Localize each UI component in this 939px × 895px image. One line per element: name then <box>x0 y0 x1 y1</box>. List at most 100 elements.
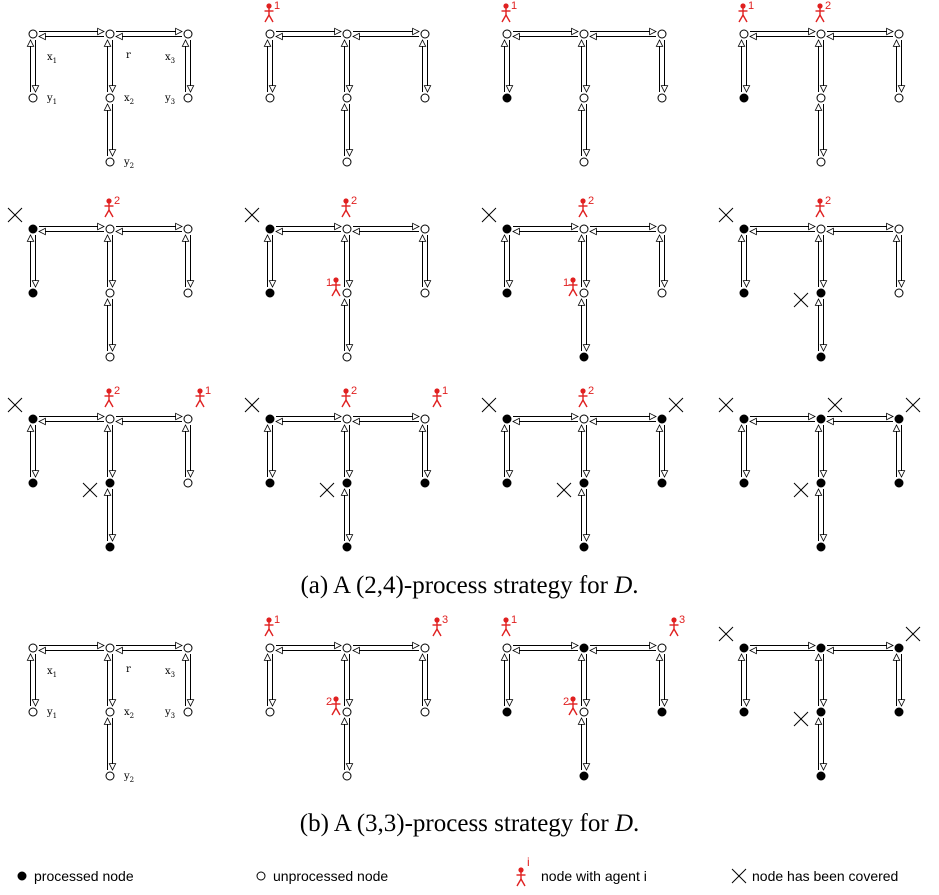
strategy-a-panel-2: 1 <box>265 0 430 167</box>
node-r <box>579 414 589 424</box>
agent-icon-2 <box>331 696 341 716</box>
caption-b: (b) A (3,3)-process strategy for D. <box>299 810 640 837</box>
strategy-a-panel-5: 2 <box>7 195 193 362</box>
covered-mark-x1 <box>7 397 23 413</box>
agent-index: 2 <box>588 385 594 397</box>
node-y2 <box>342 157 352 167</box>
covered-mark-x1 <box>7 207 23 223</box>
node-x2 <box>342 478 352 488</box>
node-x2 <box>105 288 115 298</box>
node-y2 <box>579 157 589 167</box>
node-y3 <box>894 93 904 103</box>
agent-index: 1 <box>511 0 517 12</box>
node-y1 <box>265 93 275 103</box>
node-y1 <box>28 707 38 717</box>
agent-icon-3: 3 <box>432 614 448 637</box>
agent-index: 1 <box>205 385 211 397</box>
node-y1 <box>28 478 38 488</box>
agent-index: 1 <box>274 0 280 12</box>
node-x2 <box>105 478 115 488</box>
agent-icon-2: 2 <box>104 385 120 408</box>
agent-index: 2 <box>825 195 831 207</box>
agent-index: 2 <box>326 696 332 708</box>
label-x2: x2 <box>124 93 134 106</box>
node-y2 <box>342 771 352 781</box>
agent-index: 2 <box>351 385 357 397</box>
node-x3 <box>183 414 193 424</box>
node-x2 <box>342 93 352 103</box>
agent-index: 3 <box>679 614 685 626</box>
agent-icon-2: 2 <box>341 195 357 218</box>
node-x3 <box>657 414 667 424</box>
label-y1: y1 <box>46 93 57 106</box>
node-x1 <box>265 29 275 39</box>
legend-processed-label: processed node <box>34 868 134 884</box>
legend-covered-label: node has been covered <box>752 868 898 884</box>
node-x2 <box>105 707 115 717</box>
legend-agent-icon <box>516 867 526 887</box>
covered-mark-r <box>827 397 843 413</box>
covered-mark-x1 <box>244 397 260 413</box>
agent-icon-1: 1 <box>501 0 517 23</box>
label-y3: y3 <box>164 707 175 720</box>
agent-index: 2 <box>825 0 831 12</box>
node-r <box>342 224 352 234</box>
node-x3 <box>420 29 430 39</box>
node-y3 <box>183 288 193 298</box>
caption-a: (a) A (2,4)-process strategy for D. <box>300 572 639 599</box>
agent-index: 3 <box>442 614 448 626</box>
node-x1 <box>502 643 512 653</box>
covered-mark-x2 <box>319 482 335 498</box>
node-r <box>816 29 826 39</box>
node-x3 <box>894 414 904 424</box>
node-r <box>579 29 589 39</box>
label-r: r <box>126 664 131 675</box>
legend-processed-icon <box>17 871 27 881</box>
agent-index: 1 <box>274 614 280 626</box>
agent-icon-1: 1 <box>432 385 448 408</box>
label-y2: y2 <box>123 157 134 170</box>
agent-icon-1: 1 <box>501 614 517 637</box>
node-x3 <box>894 224 904 234</box>
strategy-a-panel-3: 1 <box>501 0 667 167</box>
agent-icon-1 <box>568 277 578 297</box>
covered-mark-x3 <box>905 626 921 642</box>
covered-mark-x2 <box>82 482 98 498</box>
label-r: r <box>126 50 131 61</box>
node-x1 <box>739 29 749 39</box>
agent-icon-1: 1 <box>195 385 211 408</box>
agent-index: 2 <box>114 385 120 397</box>
node-x1 <box>28 29 38 39</box>
covered-mark-x1 <box>718 626 734 642</box>
strategy-a-panel-6: 21 <box>244 195 429 362</box>
legend-unprocessed-label: unprocessed node <box>273 868 388 884</box>
node-x3 <box>420 414 430 424</box>
legend-unprocessed-icon <box>256 871 266 881</box>
node-x2 <box>816 288 826 298</box>
agent-index: 1 <box>442 385 448 397</box>
node-y1 <box>265 478 275 488</box>
covered-mark-x1 <box>244 207 260 223</box>
agent-icon-2 <box>568 696 578 716</box>
agent-icon-1: 1 <box>264 614 280 637</box>
label-x1: x1 <box>47 52 57 65</box>
covered-mark-x2 <box>793 292 809 308</box>
label-y1: y1 <box>46 707 57 720</box>
agent-icon-1 <box>331 277 341 297</box>
node-y3 <box>183 478 193 488</box>
agent-icon-2: 2 <box>341 385 357 408</box>
agent-index: 2 <box>563 696 569 708</box>
node-x2 <box>816 93 826 103</box>
node-x3 <box>183 29 193 39</box>
node-y2 <box>579 542 589 552</box>
node-x3 <box>183 643 193 653</box>
node-x1 <box>502 414 512 424</box>
node-y1 <box>739 478 749 488</box>
agent-icon-1: 1 <box>738 0 754 23</box>
node-y2 <box>816 157 826 167</box>
agent-icon-2: 2 <box>578 195 594 218</box>
